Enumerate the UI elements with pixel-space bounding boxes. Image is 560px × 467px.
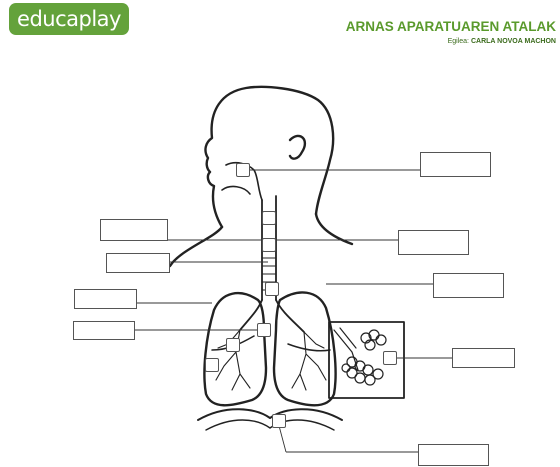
marker-diaphragm[interactable] (272, 414, 286, 428)
ear-outline (290, 136, 305, 159)
marker-trachea[interactable] (265, 282, 279, 296)
marker-larynx[interactable] (262, 238, 276, 252)
marker-alveoli[interactable] (383, 351, 397, 365)
shoulder-left (170, 227, 222, 266)
shoulder-right (316, 214, 352, 244)
answer-box-nasal-cavity[interactable] (420, 152, 491, 177)
answer-box-lung[interactable] (74, 289, 137, 309)
marker-bronchioles[interactable] (226, 338, 240, 352)
bronchus-right (276, 300, 304, 332)
answer-box-trachea[interactable] (106, 253, 170, 273)
answer-box-diaphragm[interactable] (418, 444, 489, 466)
answer-box-pharynx[interactable] (100, 219, 168, 241)
marker-pharynx[interactable] (262, 211, 276, 225)
marker-bronchi[interactable] (257, 323, 271, 337)
diaphragm (198, 409, 342, 420)
answer-box-alveoli[interactable] (452, 348, 515, 368)
oral-cavity (222, 187, 250, 194)
answer-box-bronchi[interactable] (73, 321, 135, 340)
answer-box-pleura[interactable] (433, 273, 504, 298)
head-outline (205, 87, 333, 227)
marker-lung-lobe[interactable] (205, 358, 219, 372)
answer-box-larynx[interactable] (398, 230, 469, 255)
marker-nasal-cavity[interactable] (236, 163, 250, 177)
bronchioles-right (292, 332, 326, 390)
diaphragm-inner (206, 420, 334, 430)
